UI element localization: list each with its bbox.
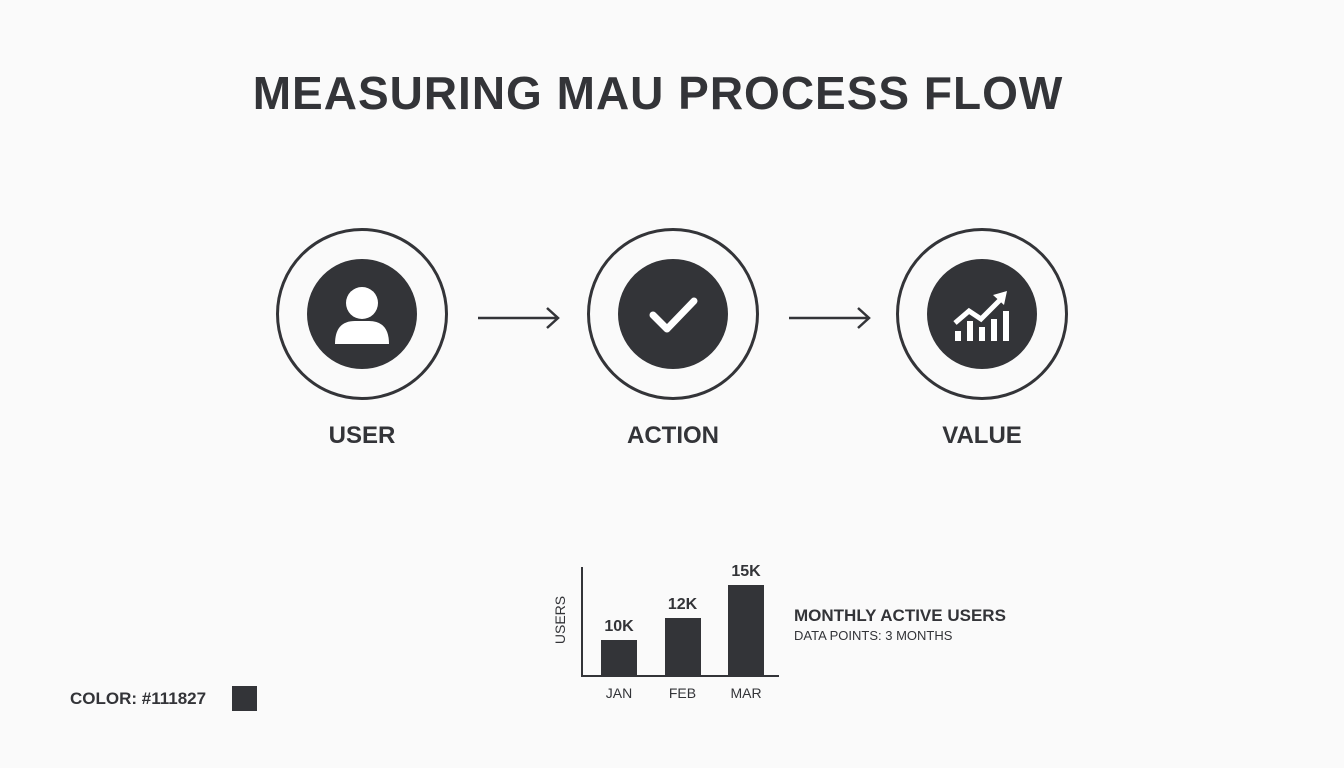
bar-mar: [728, 584, 764, 676]
data-label: 10K: [604, 617, 634, 635]
bar-jan: [601, 639, 637, 676]
growth-chart-icon: [927, 259, 1037, 369]
color-swatch: [232, 686, 257, 711]
arrow-right-icon: [478, 307, 560, 329]
chart-subtitle: DATA POINTS: 3 MONTHS: [794, 628, 953, 643]
value-step-ring: [896, 228, 1068, 400]
y-axis: [581, 567, 583, 677]
user-step-ring: [276, 228, 448, 400]
data-label: 15K: [731, 562, 761, 580]
step-label-user: USER: [328, 422, 396, 449]
x-tick-label: MAR: [730, 685, 762, 701]
page-title: MEASURING MAU PROCESS FLOW: [252, 67, 1064, 119]
action-step-ring: [587, 228, 759, 400]
checkmark-icon: [618, 259, 728, 369]
step-label-action: ACTION: [627, 422, 719, 449]
user-icon: [307, 259, 417, 369]
bar-feb: [664, 617, 701, 676]
data-label: 12K: [667, 595, 698, 613]
x-tick-label: JAN: [605, 685, 633, 701]
x-axis: [581, 675, 779, 677]
y-axis-label: USERS: [552, 595, 568, 645]
arrow-right-icon: [789, 307, 871, 329]
color-note: COLOR: #111827: [70, 689, 207, 708]
step-label-value: VALUE: [942, 422, 1022, 449]
x-tick-label: FEB: [668, 685, 697, 701]
chart-title: MONTHLY ACTIVE USERS: [794, 606, 1006, 625]
